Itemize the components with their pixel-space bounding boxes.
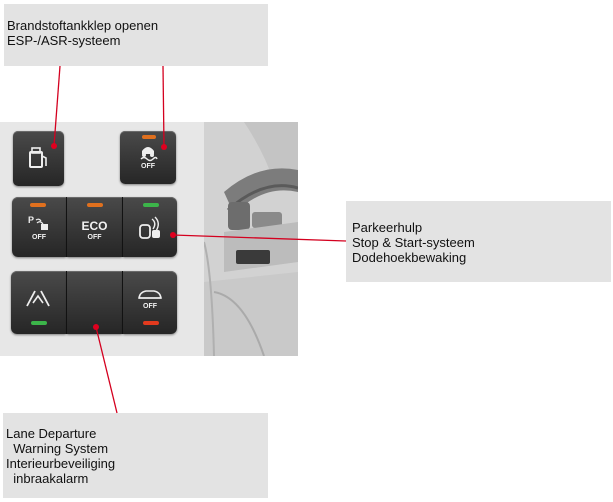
- eco-text: ECO: [81, 219, 108, 233]
- middle-divider-1: [66, 197, 67, 257]
- bottom-divider-2: [122, 271, 123, 334]
- label-fuel-flap: Brandstoftankklep openen: [7, 18, 159, 33]
- label-warning-system: Warning System: [6, 441, 109, 456]
- esp-led: [142, 135, 156, 139]
- lane-departure-button[interactable]: [11, 271, 66, 334]
- lane-departure-icon: [26, 290, 50, 307]
- eco-off-button[interactable]: ECO OFF: [67, 197, 122, 257]
- label-lane-departure: Lane Departure: [6, 426, 97, 441]
- bottom-divider-1: [66, 271, 67, 334]
- alarm-off-led: [143, 321, 159, 325]
- label-blind-spot: Dodehoekbewaking: [352, 250, 467, 265]
- esp-off-icon: [140, 147, 158, 162]
- eco-off-text: OFF: [87, 234, 102, 241]
- park-assist-off-text: OFF: [32, 234, 46, 241]
- label-stop-start: Stop & Start-systeem: [352, 235, 475, 250]
- blind-spot-led: [143, 203, 159, 207]
- park-assist-led: [30, 203, 46, 207]
- label-burglar-alarm: inbraakalarm: [6, 471, 89, 486]
- middle-divider-2: [122, 197, 123, 257]
- fuel-flap-icon: [29, 147, 47, 168]
- alarm-off-text: OFF: [143, 303, 157, 310]
- label-bottom-left: Lane Departure Warning System Interieurb…: [3, 413, 268, 498]
- esp-off-text: OFF: [141, 163, 155, 170]
- label-interior-protection: Interieurbeveiliging: [6, 456, 116, 471]
- alarm-button[interactable]: [67, 271, 122, 334]
- label-top-left: Brandstoftankklep openen ESP-/ASR-systee…: [4, 4, 268, 66]
- label-park-assist: Parkeerhulp: [352, 220, 423, 235]
- dashboard-photo: [204, 122, 298, 356]
- svg-text:P: P: [28, 215, 34, 225]
- blind-spot-button[interactable]: [123, 197, 177, 257]
- blind-spot-icon: [139, 216, 160, 239]
- esp-off-button[interactable]: OFF: [120, 131, 176, 184]
- car-alarm-off-icon: [138, 290, 162, 299]
- label-right: Parkeerhulp Stop & Start-systeem Dodehoe…: [346, 201, 611, 282]
- label-esp-asr: ESP-/ASR-systeem: [7, 33, 121, 48]
- park-assist-icon: P: [28, 215, 48, 230]
- lane-departure-led: [31, 321, 47, 325]
- alarm-off-button[interactable]: OFF: [123, 271, 177, 334]
- eco-led: [87, 203, 103, 207]
- fuel-flap-button[interactable]: [13, 131, 64, 186]
- park-assist-button[interactable]: P OFF: [12, 197, 66, 257]
